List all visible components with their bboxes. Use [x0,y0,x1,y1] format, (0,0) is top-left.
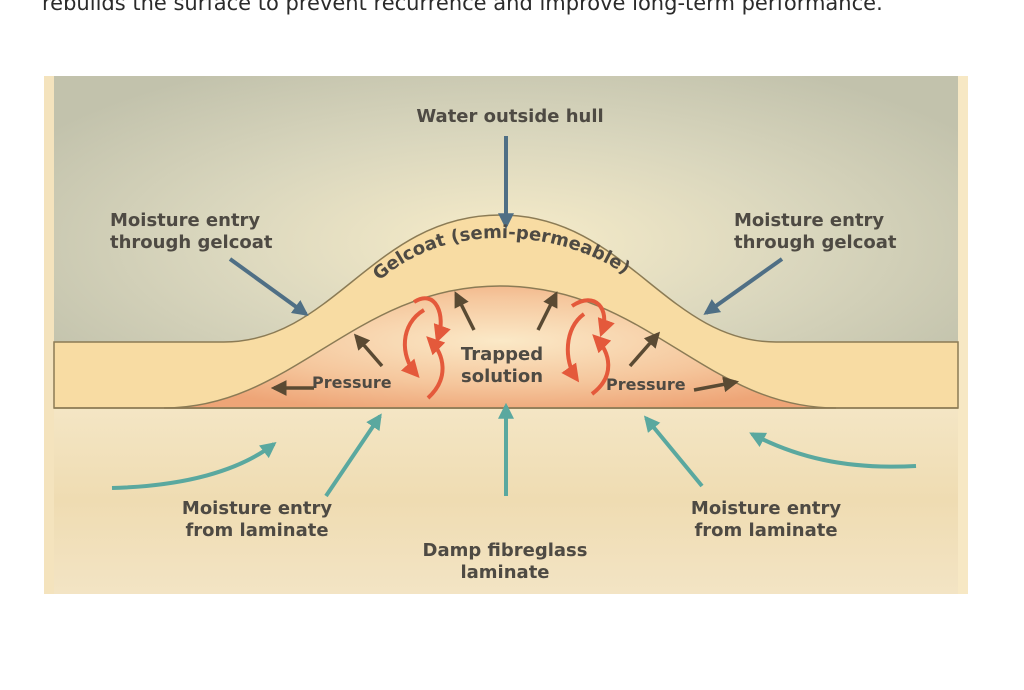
osmosis-diagram: Gelcoat (semi-permeable) Water outside h… [44,76,968,594]
moisture-laminate-right-label-line2: from laminate [694,520,837,541]
trapped-solution-label-line1: Trapped [461,344,543,365]
pressure-arrow [628,331,661,368]
moisture-laminate-right-label-line1: Moisture entry [691,498,841,519]
water-outside-hull-label: Water outside hull [416,106,603,127]
pressure-arrow [693,376,740,393]
moisture-laminate-left-curve-arrow [111,442,277,490]
moisture-gelcoat-right-label-line1: Moisture entry [734,210,884,231]
moisture-laminate-right-arrow [643,415,704,488]
right-edge-strip [958,76,968,594]
circulation-arrow [590,334,612,396]
moisture-gelcoat-left-label-line1: Moisture entry [110,210,260,231]
pressure-left-label: Pressure [312,373,392,392]
laminate-label-line2: laminate [460,562,549,583]
circulation-arrow [561,312,586,383]
moisture-gelcoat-left-arrow [228,257,309,316]
moisture-gelcoat-right-arrow [703,257,784,315]
circulation-arrow [400,308,426,379]
circulation-arrow [412,296,451,344]
moisture-gelcoat-left-label-line2: through gelcoat [110,232,273,253]
moisture-laminate-left-label-line1: Moisture entry [182,498,332,519]
pressure-right-label: Pressure [606,375,686,394]
left-edge-strip [44,76,54,594]
moisture-laminate-left-arrow [324,413,382,498]
moisture-gelcoat-right-label-line2: through gelcoat [734,232,897,253]
pressure-arrow [536,291,558,331]
moisture-laminate-left-label-line2: from laminate [185,520,328,541]
laminate-label-line1: Damp fibreglass [423,540,588,561]
moisture-laminate-right-curve-arrow [749,432,917,469]
pressure-arrow [454,291,476,331]
circulation-arrow [570,298,615,338]
circulation-arrow [426,336,446,400]
trapped-solution-label-line2: solution [461,366,543,387]
pressure-arrow [353,333,384,368]
intro-paragraph: rebuilds the surface to prevent recurren… [42,0,883,15]
trapped-solution-blister [163,285,837,409]
